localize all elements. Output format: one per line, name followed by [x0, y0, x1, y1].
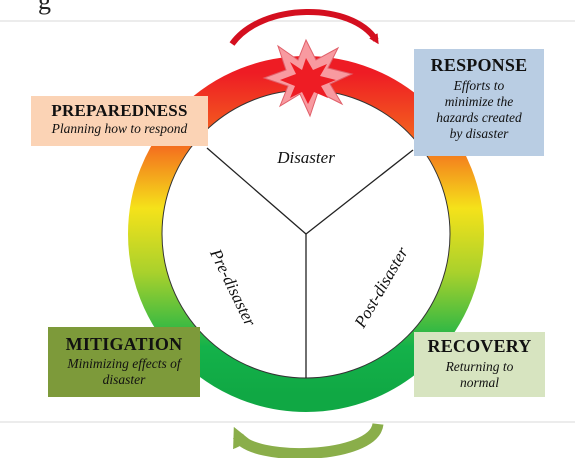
wedge-label-disaster: Disaster: [276, 148, 335, 167]
phase-desc-recovery-line: normal: [459, 375, 499, 390]
phase-desc-mitigation-line: Minimizing effects of: [67, 356, 181, 371]
phase-title-preparedness: PREPAREDNESS: [51, 101, 188, 120]
phase-title-recovery: RECOVERY: [427, 336, 532, 356]
phase-title-response: RESPONSE: [430, 55, 528, 75]
divider-left: [206, 147, 307, 235]
phase-desc-response-line: minimize the: [444, 94, 514, 109]
phase-desc-response-line: hazards created: [436, 110, 522, 125]
cycle-arrow-top: [229, 9, 379, 46]
phase-desc-mitigation-line: disaster: [102, 372, 146, 387]
phase-response: RESPONSE Efforts to minimize the hazards…: [414, 49, 544, 156]
phase-desc-response-line: Efforts to: [453, 78, 505, 93]
phase-title-mitigation: MITIGATION: [65, 334, 183, 354]
cycle-arrow-bottom: [233, 422, 384, 458]
phase-mitigation: MITIGATION Minimizing effects of disaste…: [48, 327, 200, 397]
phase-recovery: RECOVERY Returning to normal: [414, 332, 545, 397]
phase-desc-recovery-line: Returning to: [445, 359, 514, 374]
phase-desc-response-line: by disaster: [449, 126, 509, 141]
header-fragment: g: [38, 0, 51, 15]
phase-desc-preparedness: Planning how to respond: [51, 121, 188, 136]
explosion-icon: [262, 38, 354, 118]
phase-preparedness: PREPAREDNESS Planning how to respond: [31, 96, 208, 146]
divider-right: [305, 149, 414, 235]
